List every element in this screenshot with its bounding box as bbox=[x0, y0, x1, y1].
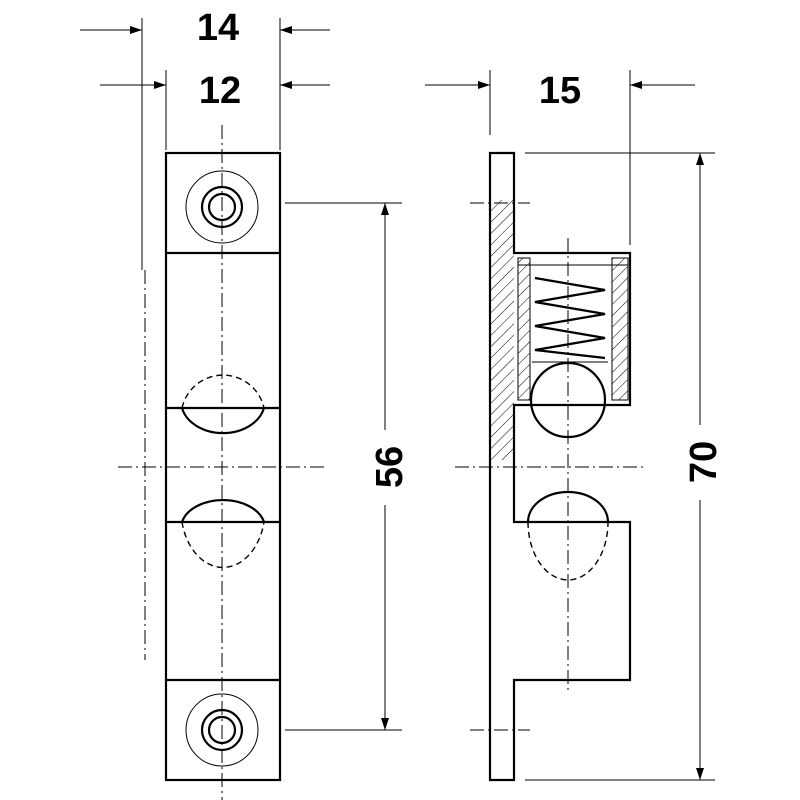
side-view bbox=[455, 151, 645, 782]
dim-label-70: 70 bbox=[683, 441, 725, 483]
dimension-15: 15 bbox=[425, 70, 695, 245]
spring bbox=[534, 276, 606, 360]
lower-ball bbox=[180, 498, 266, 523]
dim-label-14: 14 bbox=[197, 7, 239, 49]
front-view bbox=[118, 125, 325, 800]
dim-label-15: 15 bbox=[539, 70, 581, 112]
dim-label-56: 56 bbox=[369, 446, 411, 488]
upper-ball bbox=[180, 407, 266, 435]
dimension-56: 56 bbox=[285, 202, 411, 731]
dimension-12: 12 bbox=[100, 70, 330, 150]
upper-ball-hidden bbox=[181, 374, 265, 409]
dim-label-12: 12 bbox=[199, 70, 241, 112]
lower-ball-hidden bbox=[181, 521, 265, 569]
housing-section bbox=[517, 257, 629, 401]
dimension-14: 14 bbox=[80, 7, 330, 270]
dimension-70: 70 bbox=[525, 152, 725, 781]
